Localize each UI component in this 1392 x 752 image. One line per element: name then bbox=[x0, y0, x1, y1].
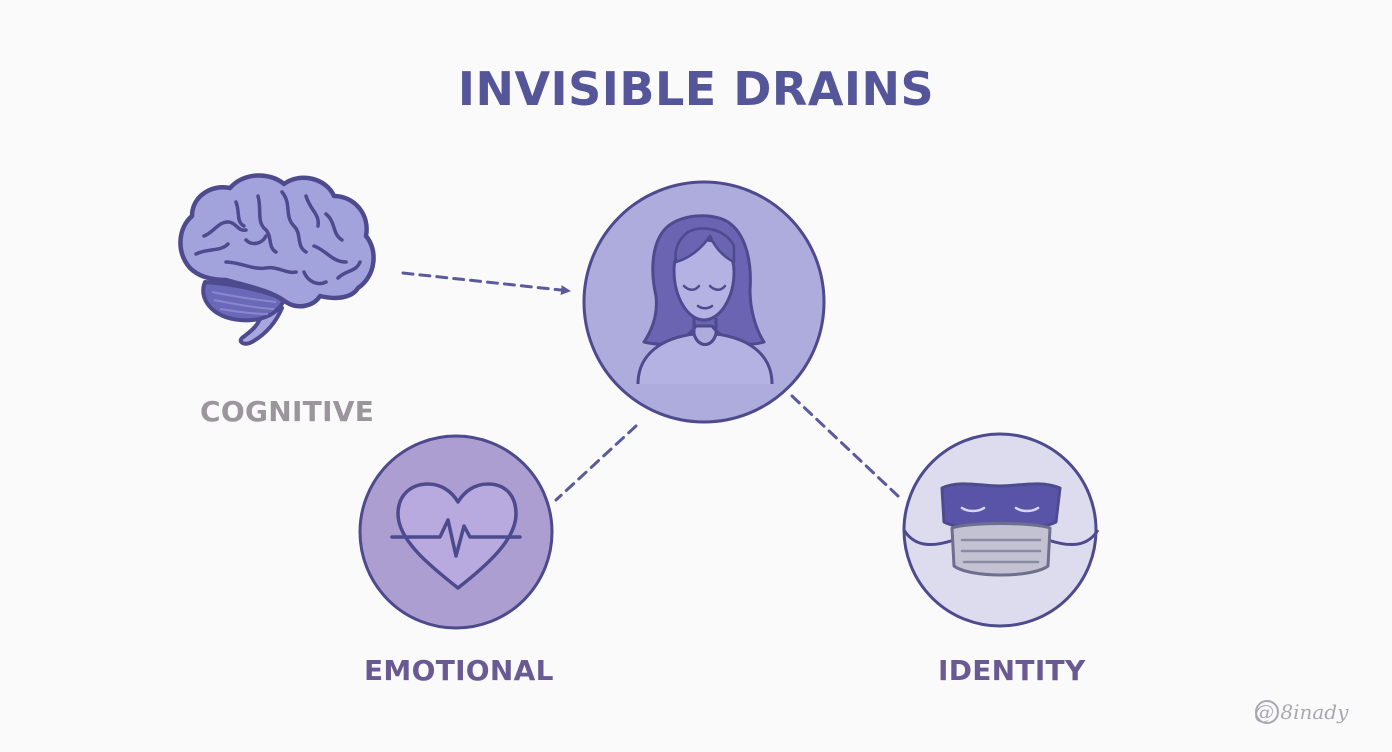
mask-icon bbox=[902, 482, 1100, 577]
identity-label: IDENTITY bbox=[938, 654, 1086, 687]
watermark-logo-icon bbox=[1255, 700, 1279, 724]
connector-center-to-emotional bbox=[554, 424, 638, 502]
person-node bbox=[582, 180, 826, 424]
emotional-node bbox=[358, 434, 554, 630]
watermark: @ 8inady bbox=[1254, 700, 1349, 724]
connector-center-to-identity bbox=[790, 394, 900, 498]
brain-icon bbox=[178, 173, 376, 346]
person-icon bbox=[636, 214, 774, 385]
connector-cognitive-to-center bbox=[401, 271, 572, 296]
cognitive-label: COGNITIVE bbox=[200, 395, 375, 428]
emotional-label: EMOTIONAL bbox=[364, 654, 554, 687]
heart-pulse-icon bbox=[390, 482, 522, 590]
diagram-title: INVISIBLE DRAINS bbox=[457, 62, 935, 116]
identity-node bbox=[902, 432, 1100, 628]
